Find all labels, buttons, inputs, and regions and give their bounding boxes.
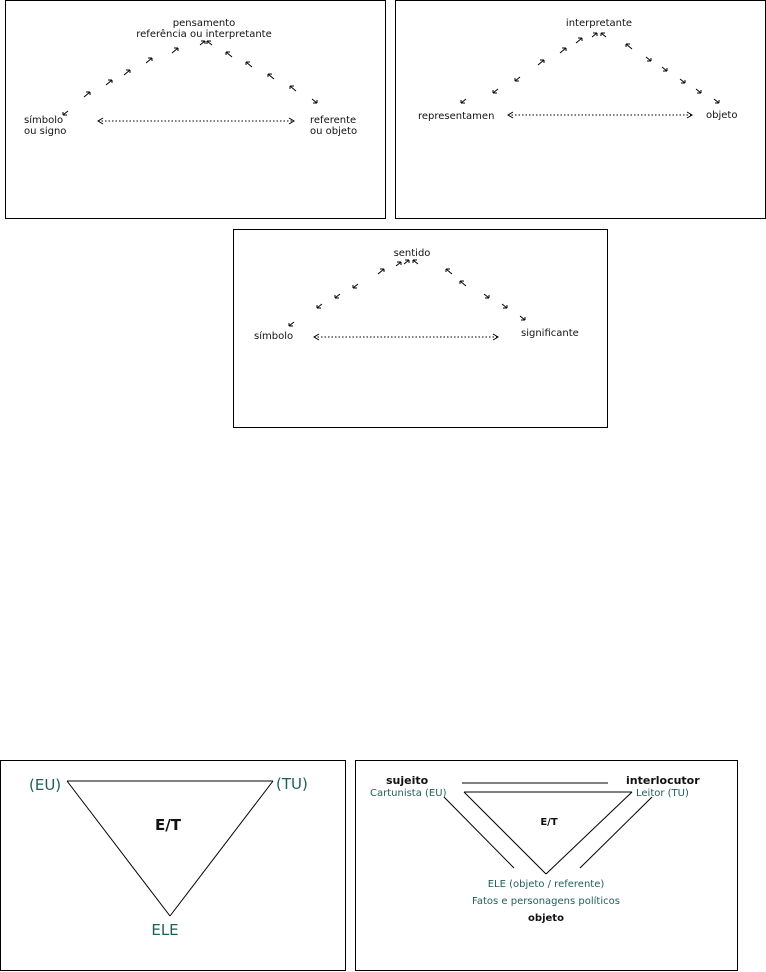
arrow-up-left [413,260,418,264]
arrow-down-right [680,79,685,83]
label-et-5: E/T [540,817,557,828]
diagram-panel-eu-tu-ele: (EU) (TU) E/T ELE [0,760,346,971]
label-objeto-5: objeto [528,913,564,924]
arrow-down-left [335,294,340,298]
label-ou-signo: ou signo [24,126,66,137]
arrow-down-left [317,304,322,308]
label-ele: ELE [151,922,178,938]
arrow-up-right [592,33,597,37]
label-objeto: objeto [706,110,737,121]
label-interpretante: interpretante [566,18,632,29]
arrow-up-left [290,86,296,91]
label-pensamento: pensamento [173,18,235,29]
arrow-up-left [626,44,632,49]
label-significante: significante [521,328,579,339]
label-sentido: sentido [394,248,431,259]
arrow-up-right [396,262,401,266]
arrow-down-left [289,322,294,326]
diagram-panel-cartunista-leitor: sujeito interlocutor Cartunista (EU) Lei… [355,760,738,971]
arrow-down-left [515,77,520,81]
arrow-up-right [404,260,409,264]
label-eu: (EU) [29,777,61,793]
label-fatos: Fatos e personagens políticos [472,896,620,907]
label-simbolo-3: símbolo [254,331,293,342]
arrow-down-right [484,294,489,298]
arrow-down-right [312,99,317,103]
label-sujeito: sujeito [386,775,428,787]
arrow-down-right [714,99,719,103]
diagram-panel-ogden-richards: pensamento referência ou interpretante s… [5,0,386,219]
arrow-down-right [662,67,667,71]
arrow-down-right [502,304,507,308]
diagram-panel-saussure: sentido símbolo significante [233,229,608,428]
diagram-panel-peirce: interpretante representamen objeto [395,0,766,219]
arrow-up-left [446,269,452,274]
arrow-up-left [246,62,252,67]
label-leitor: Leitor (TU) [636,788,689,799]
arrow-up-right [560,48,566,53]
arrow-down-right [520,316,525,320]
arrow-up-left [207,41,212,45]
label-interlocutor: interlocutor [626,775,700,787]
arrow-up-right [106,80,112,85]
arrow-down-left [493,89,498,93]
arrow-up-right [200,41,205,45]
arrow-up-right [124,70,130,75]
label-representamen: representamen [418,111,494,122]
label-et: E/T [155,817,181,833]
label-ele-objeto: ELE (objeto / referente) [488,879,605,890]
label-ou-objeto: ou objeto [310,126,357,137]
label-referente: referente [310,115,356,126]
arrow-up-left [268,74,274,79]
arrow-down-right [646,57,651,61]
arrow-down-left [461,99,466,103]
arrow-down-right [696,89,701,93]
arrow-up-left [460,281,466,286]
arrow-up-right [84,92,90,97]
arrow-up-left [226,52,232,57]
arrow-up-right [576,38,582,43]
arrow-down-left [353,284,358,288]
label-simbolo: símbolo [24,115,63,126]
arrow-up-right [146,58,152,63]
label-cartunista: Cartunista (EU) [370,788,446,799]
arrow-up-left [601,33,606,37]
label-referencia: referência ou interpretante [136,29,271,40]
arrow-up-right [378,269,384,274]
arrow-up-right [538,60,544,65]
label-tu: (TU) [276,776,308,792]
arrow-down-left [63,111,68,115]
arrow-up-right [172,48,178,53]
